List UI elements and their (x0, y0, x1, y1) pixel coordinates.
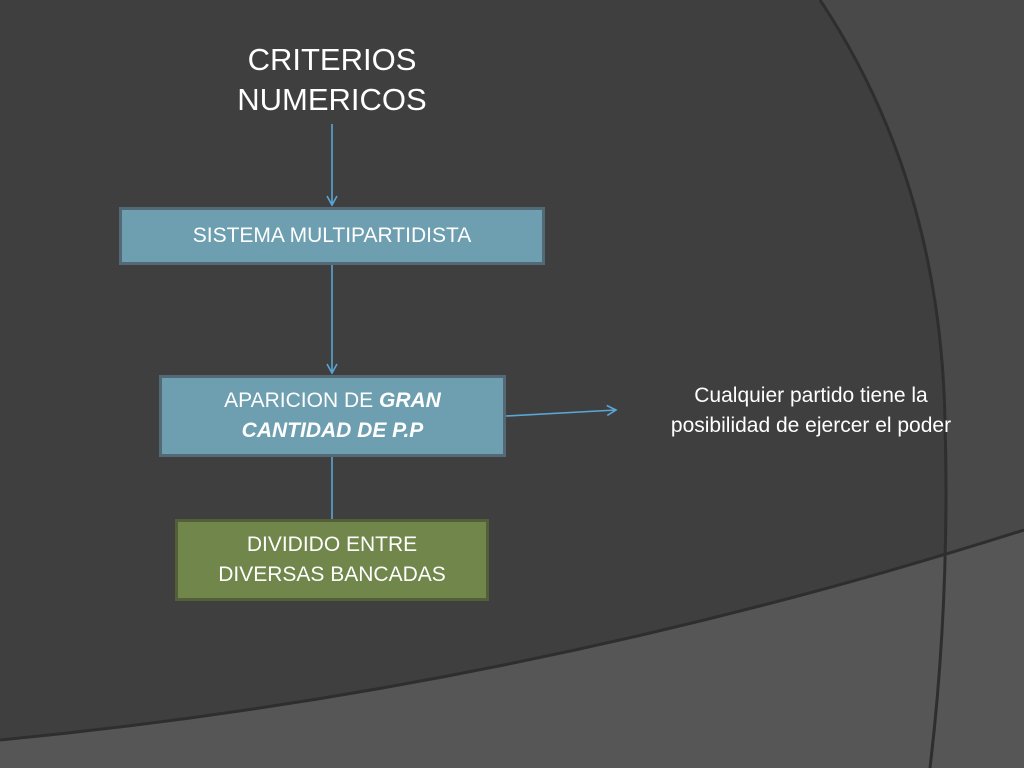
node-dividido: DIVIDIDO ENTRE DIVERSAS BANCADAS (175, 519, 489, 601)
node-sistema-multipartidista: SISTEMA MULTIPARTIDISTA (119, 207, 545, 265)
arrow-aparicion-to-note (505, 404, 618, 417)
title-line-2: NUMERICOS (237, 82, 427, 117)
node-aparicion-label-emph-1: GRAN (378, 389, 441, 412)
note-line-1: Cualquier partido tiene la (694, 384, 928, 407)
title-line-1: CRITERIOS (247, 42, 417, 77)
node-aparicion: APARICION DE GRAN CANTIDAD DE P.P (159, 375, 506, 457)
diagram-title: CRITERIOS NUMERICOS (200, 40, 464, 120)
node-dividido-line-2: DIVERSAS BANCADAS (218, 563, 446, 586)
node-aparicion-label-plain: APARICION DE (224, 389, 379, 412)
note-line-2: posibilidad de ejercer el poder (670, 414, 952, 437)
node-aparicion-label-emph-2: CANTIDAD DE P.P (241, 419, 424, 442)
node-dividido-line-1: DIVIDIDO ENTRE (246, 533, 418, 556)
note-text: Cualquier partido tiene la posibilidad d… (628, 381, 994, 441)
node-sistema-label: SISTEMA MULTIPARTIDISTA (192, 224, 472, 247)
